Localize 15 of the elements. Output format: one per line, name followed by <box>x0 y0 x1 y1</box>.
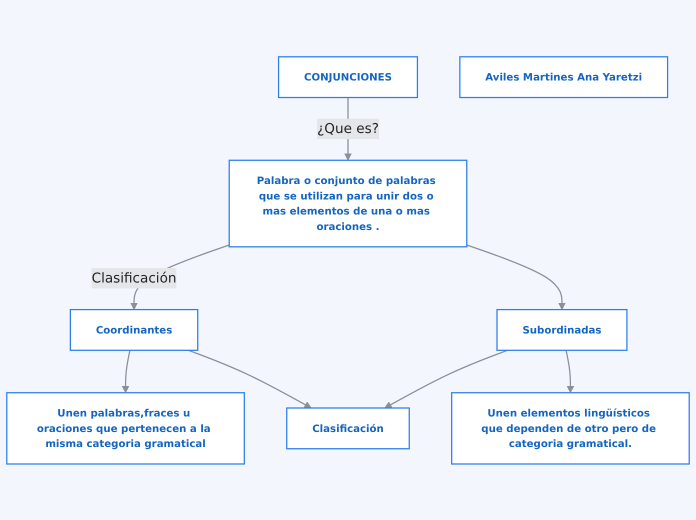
node-box: Clasificación <box>286 406 410 449</box>
node-box: Palabra o conjunto de palabras que se utilizan para unir dos o mas elementos de una o mas oraciones . <box>228 159 468 248</box>
arrow <box>122 350 131 393</box>
edge-label: Clasificación <box>92 269 176 286</box>
node-box: Coordinantes <box>70 308 198 351</box>
arrow <box>565 350 574 393</box>
node-box: CONJUNCIONES <box>278 56 418 98</box>
node-box: Unen elementos lingüísticos que dependen de otro pero de categoria gramatical. <box>451 392 690 464</box>
node-box: Aviles Martines Ana Yaretzi <box>459 56 668 98</box>
arrow <box>188 349 312 408</box>
arrow <box>466 244 566 310</box>
arrow <box>384 349 508 408</box>
node-box: Unen palabras,fraces u oraciones que pertenecen a la misma categoria gramatical <box>6 392 245 464</box>
edge-label: ¿Que es? <box>317 120 379 136</box>
node-box: Subordinadas <box>496 308 628 351</box>
